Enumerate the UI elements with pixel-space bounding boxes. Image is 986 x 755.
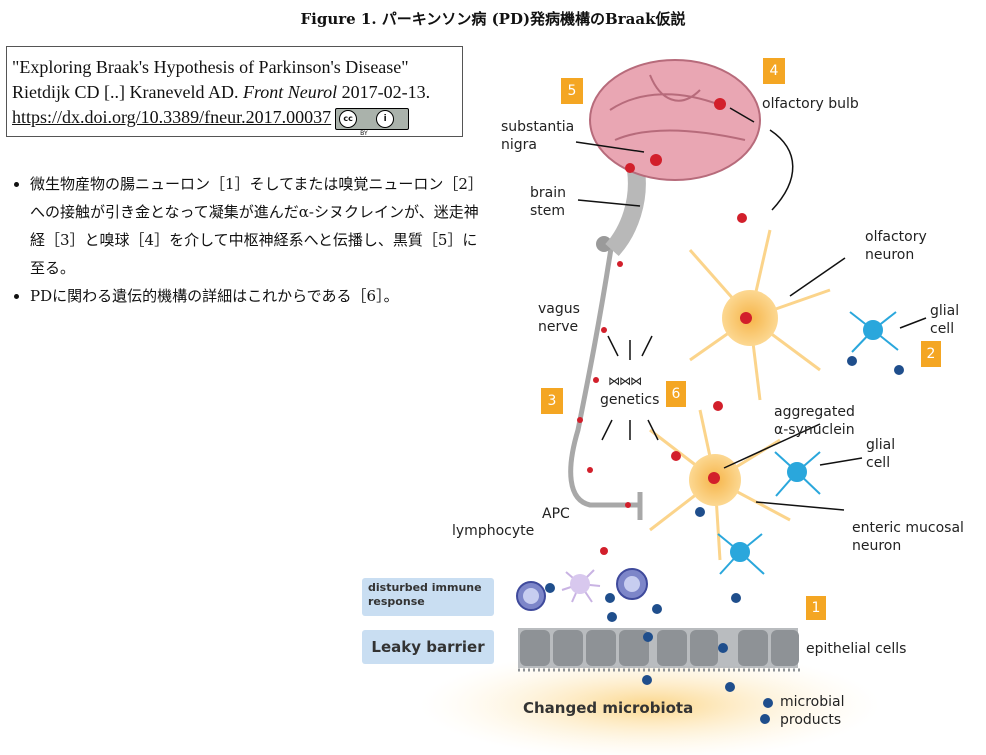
label-line: neuron — [865, 247, 915, 263]
badge-bg-6 — [666, 381, 686, 407]
cc-label: cc — [339, 109, 358, 128]
citation-box: "Exploring Braak's Hypothesis of Parkins… — [6, 46, 463, 137]
glial-cell-top-label: glial cell — [930, 302, 959, 338]
citation-date: 2017-02-13. — [337, 82, 431, 102]
label-line: nigra — [501, 137, 537, 153]
bullet-item-1: 微生物産物の腸ニューロン［1］そしてまたは嗅覚ニューロン［2］への接触が引き金と… — [30, 170, 480, 282]
label-line: neuron — [852, 538, 902, 554]
citation-title: "Exploring Braak's Hypothesis of Parkins… — [12, 57, 409, 77]
citation-authors-text: Rietdijk CD [..] Kraneveld AD. — [12, 82, 243, 102]
genetics-label: genetics — [600, 392, 660, 408]
label-line: response — [368, 595, 425, 608]
label-line: enteric mucosal — [852, 520, 964, 536]
olfactory-neuron-graphic — [688, 229, 831, 401]
badge-bg-5 — [561, 78, 583, 104]
badge-bg-1 — [806, 596, 826, 620]
immune-response-label: disturbed immune response — [368, 581, 482, 609]
label-line: cell — [866, 455, 891, 471]
label-line: brain — [530, 185, 566, 201]
leaky-barrier-label: Leaky barrier — [371, 638, 485, 656]
microbiota-glow — [420, 650, 880, 755]
lymphocyte-label: lymphocyte — [452, 523, 535, 539]
label-line: cell — [930, 321, 955, 337]
olfactory-neuron-label: olfactory neuron — [865, 228, 927, 264]
label-line: products — [780, 712, 842, 728]
epithelial-cells-label: epithelial cells — [806, 641, 907, 657]
apc-label: APC — [542, 506, 570, 522]
aggregated-synuclein-label: aggregated α-synuclein — [774, 403, 855, 439]
substantia-nigra-label: substantia nigra — [501, 118, 574, 154]
microbial-products — [545, 356, 904, 724]
label-line: olfactory — [865, 229, 927, 245]
by-label: BY — [360, 129, 368, 137]
olfactory-bulb-label: olfactory bulb — [762, 96, 859, 112]
label-line: aggregated — [774, 404, 855, 420]
apc-cell — [561, 569, 601, 603]
step-number-4: 4 — [769, 63, 779, 79]
braak-diagram — [362, 58, 941, 755]
doi-link[interactable]: https://dx.doi.org/10.3389/fneur.2017.00… — [12, 107, 332, 127]
changed-microbiota-label: Changed microbiota — [523, 699, 694, 717]
step-number-1: 1 — [811, 600, 821, 616]
vagus-nerve-label: vagus nerve — [538, 300, 580, 336]
bullet-item-2: PDに関わる遺伝的機構の詳細はこれからである［6］。 — [30, 282, 480, 310]
step-number-6: 6 — [671, 386, 681, 402]
label-line: substantia — [501, 119, 575, 135]
dna-icon: ⋈⋈⋈ — [608, 374, 642, 388]
badge-bg-2 — [921, 341, 941, 367]
citation-authors: Rietdijk CD [..] Kraneveld AD. Front Neu… — [12, 80, 458, 105]
figure-title: Figure 1. パーキンソン病 (PD)発病機構のBraak仮説 — [300, 10, 686, 28]
epithelial-layer — [518, 628, 800, 672]
label-line: microbial — [780, 694, 845, 710]
step-number-2: 2 — [926, 346, 936, 362]
label-line: vagus — [538, 301, 580, 317]
step-number-3: 3 — [547, 393, 557, 409]
enteric-neuron-label: enteric mucosal neuron — [852, 519, 964, 555]
glial-cell-graphics — [717, 311, 899, 575]
label-line: glial — [866, 437, 896, 453]
leaky-barrier-box — [362, 630, 494, 664]
lymphocyte-cells — [516, 568, 648, 611]
glial-cell-mid-label: glial cell — [866, 436, 895, 472]
badge-bg-3 — [541, 388, 563, 414]
label-line: stem — [530, 203, 566, 219]
person-icon: i — [376, 109, 395, 128]
citation-journal: Front Neurol — [242, 82, 338, 102]
bullet-list: 微生物産物の腸ニューロン［1］そしてまたは嗅覚ニューロン［2］への接触が引き金と… — [10, 170, 480, 310]
microbial-products-label: microbial products — [780, 693, 844, 729]
citation-doi-row: https://dx.doi.org/10.3389/fneur.2017.00… — [12, 105, 458, 137]
brain-graphic — [589, 59, 761, 181]
step-number-5: 5 — [567, 83, 577, 99]
synuclein-aggregates — [577, 98, 752, 555]
label-line: α-synuclein — [774, 422, 855, 438]
enteric-neuron-graphic — [649, 409, 791, 561]
badge-bg-4 — [763, 58, 785, 84]
vagus-nerve-path — [568, 241, 640, 508]
label-line: glial — [930, 303, 960, 319]
brain-stem-label: brain stem — [530, 184, 566, 220]
label-line: nerve — [538, 319, 579, 335]
label-line: disturbed immune — [368, 581, 482, 594]
arrow-lines — [575, 107, 927, 511]
